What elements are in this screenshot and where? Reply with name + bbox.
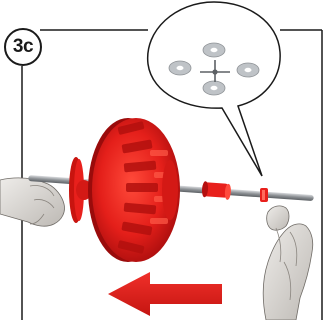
red-tire-wheel (88, 118, 180, 262)
washer-icon (203, 43, 225, 57)
step-number-badge: 3c (4, 28, 42, 66)
right-hand (263, 206, 313, 320)
washer-icon (237, 63, 259, 77)
red-spacer (201, 181, 231, 200)
direction-arrow-left-icon (108, 272, 222, 316)
red-clip (260, 188, 268, 202)
washer-icon (169, 61, 191, 75)
left-hand (0, 178, 65, 226)
washer-icon (203, 81, 225, 95)
